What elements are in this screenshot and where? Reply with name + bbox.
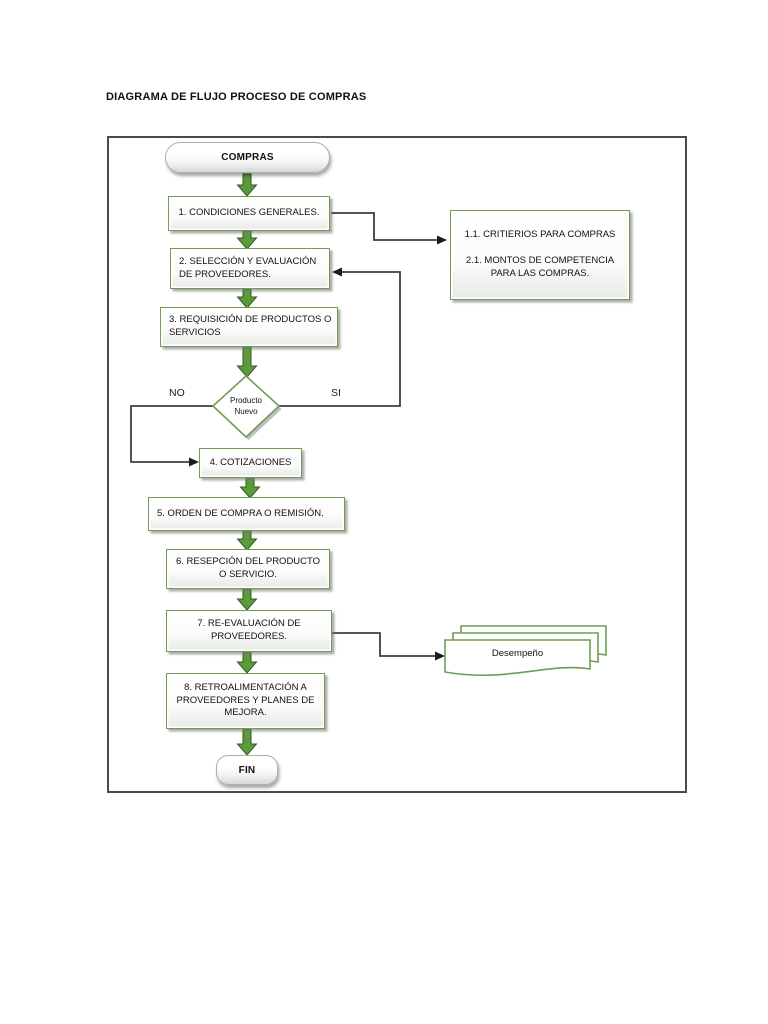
connector-decision-no-to-step4 bbox=[130, 405, 214, 467]
arrow-step2-to-step3 bbox=[236, 288, 258, 309]
step2-label: 2. SELECCIÓN Y EVALUACIÓN DE PROVEEDORES… bbox=[179, 255, 317, 280]
arrow-step4-to-step5 bbox=[239, 477, 261, 499]
step8-label: 8. RETROALIMENTACIÓN A PROVEEDORES Y PLA… bbox=[176, 681, 315, 719]
step4-label: 4. COTIZACIONES bbox=[209, 456, 292, 468]
step8-box: 8. RETROALIMENTACIÓN A PROVEEDORES Y PLA… bbox=[166, 673, 325, 729]
page-title: DIAGRAMA DE FLUJO PROCESO DE COMPRAS bbox=[106, 91, 367, 103]
start-label: COMPRAS bbox=[221, 152, 274, 163]
connector-step7-to-document bbox=[332, 632, 445, 661]
end-label: FIN bbox=[238, 764, 256, 776]
step3-box: 3. REQUISICIÓN DE PRODUCTOS O SERVICIOS bbox=[160, 307, 338, 347]
connector-decision-si-to-step2 bbox=[278, 267, 401, 407]
step7-label: 7. RE-EVALUACIÓN DE PROVEEDORES. bbox=[197, 618, 301, 642]
arrow-step3-to-decision bbox=[236, 346, 258, 378]
arrow-step6-to-step7 bbox=[236, 588, 258, 611]
decision-label: Producto Nuevo bbox=[229, 396, 263, 416]
arrow-step5-to-step6 bbox=[236, 530, 258, 551]
step5-label: 5. ORDEN DE COMPRA O REMISIÓN. bbox=[157, 507, 324, 519]
step7-box: 7. RE-EVALUACIÓN DE PROVEEDORES. bbox=[166, 610, 332, 652]
decision-no-label: NO bbox=[169, 387, 185, 399]
step6-label: 6. RESEPCIÓN DEL PRODUCTO O SERVICIO. bbox=[175, 556, 321, 580]
step6-box: 6. RESEPCIÓN DEL PRODUCTO O SERVICIO. bbox=[166, 549, 330, 589]
document-label: Desempeño bbox=[491, 648, 544, 659]
step5-box: 5. ORDEN DE COMPRA O REMISIÓN. bbox=[148, 497, 345, 531]
arrow-step1-to-step2 bbox=[236, 230, 258, 250]
step1-box: 1. CONDICIONES GENERALES. bbox=[168, 196, 330, 231]
start-terminator: COMPRAS bbox=[165, 142, 330, 173]
step2-box: 2. SELECCIÓN Y EVALUACIÓN DE PROVEEDORES… bbox=[170, 248, 330, 289]
decision-yes-label: SI bbox=[331, 387, 341, 399]
reference-note-label: 1.1. CRITIERIOS PARA COMPRAS 2.1. MONTOS… bbox=[464, 229, 616, 279]
reference-note-box: 1.1. CRITIERIOS PARA COMPRAS 2.1. MONTOS… bbox=[450, 210, 630, 300]
step3-label: 3. REQUISICIÓN DE PRODUCTOS O SERVICIOS bbox=[169, 314, 332, 338]
end-terminator: FIN bbox=[216, 755, 278, 785]
arrow-step8-to-end bbox=[236, 728, 258, 756]
connector-step1-to-note bbox=[331, 212, 447, 245]
step1-label: 1. CONDICIONES GENERALES. bbox=[178, 207, 320, 219]
arrow-step7-to-step8 bbox=[236, 651, 258, 674]
decision-diamond bbox=[211, 374, 281, 439]
step4-box: 4. COTIZACIONES bbox=[199, 448, 302, 478]
arrow-start-to-step1 bbox=[236, 173, 258, 197]
document-shape-front bbox=[444, 639, 591, 677]
